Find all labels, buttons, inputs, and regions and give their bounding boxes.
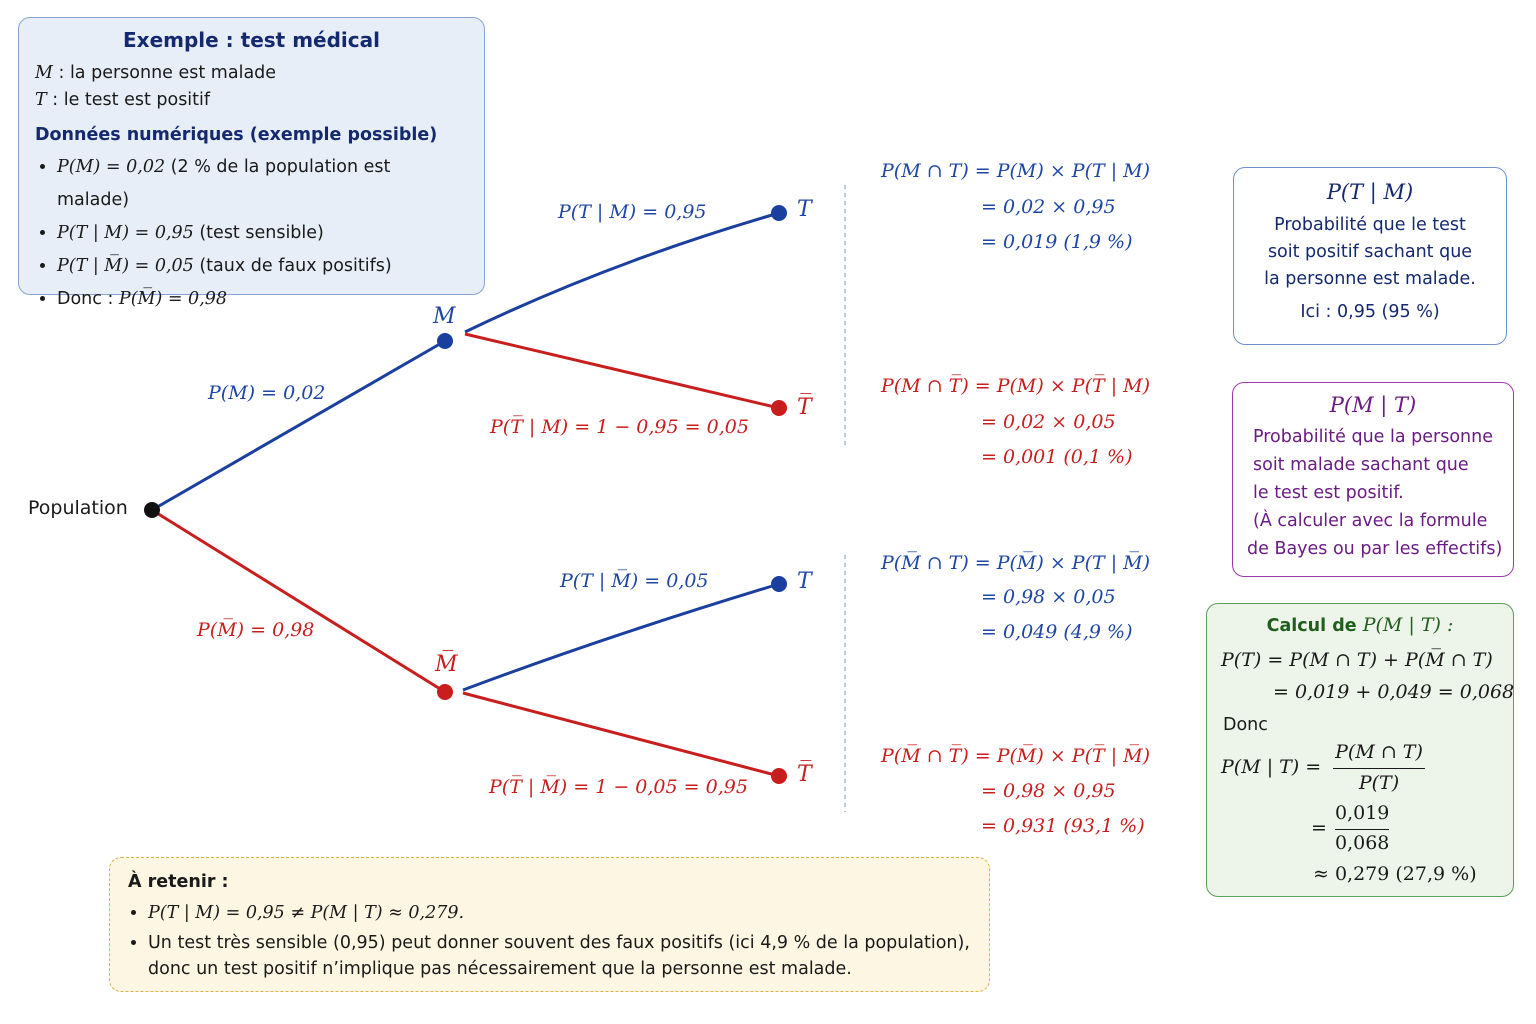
equation-m-tbar-line2: = 0,02 × 0,05 <box>981 411 1116 433</box>
label-p-m: P(M) = 0,02 <box>208 382 326 404</box>
leaf-tbar-label-2: T̅ <box>797 762 812 787</box>
posterior-line: (À calculer avec la formule <box>1253 511 1488 531</box>
leaf-m-t <box>771 205 787 221</box>
equation-m-t-line1: P(M ∩ T) = P(M) × P(T | M) <box>881 160 1151 182</box>
numeric-data-list: P(M) = 0,02 (2 % de la population est ma… <box>35 151 468 316</box>
remember-list: P(T | M) = 0,95 ≠ P(M | T) ≈ 0,279. Un t… <box>128 900 971 982</box>
label-t-given-mbar: P(T | M̅) = 0,05 <box>560 570 709 592</box>
posterior-line: soit malade sachant que <box>1253 455 1469 475</box>
leaf-t-label-1: T <box>797 197 812 222</box>
numeric-data-title: Données numériques (exemple possible) <box>35 125 438 145</box>
calc-title: Calcul de P(M | T) : <box>1266 614 1454 636</box>
remember-title: À retenir : <box>128 872 229 892</box>
calc-total-result: = 0,019 + 0,049 = 0,068 <box>1273 681 1515 703</box>
equation-m-t-line3: = 0,019 (1,9 %) <box>981 231 1133 253</box>
node-mbar-label: M̅ <box>435 652 458 677</box>
sensitivity-info-box: P(T | M) Probabilité que le test soit po… <box>1233 167 1507 345</box>
leaf-t-label-2: T <box>797 569 812 594</box>
equation-mbar-tbar-line3: = 0,931 (93,1 %) <box>981 815 1145 837</box>
example-box: Exemple : test médical M : la personne e… <box>18 17 485 309</box>
root-label: Population <box>28 497 128 519</box>
sensitivity-line: Probabilité que le test <box>1274 215 1466 235</box>
branch-mbar-t <box>462 582 780 692</box>
posterior-heading: P(M | T) <box>1329 393 1417 417</box>
frac2-numerator: 0,019 <box>1335 802 1390 824</box>
sensitivity-heading: P(T | M) <box>1326 180 1414 204</box>
frac2-bar <box>1335 829 1389 830</box>
posterior-line: le test est positif. <box>1253 483 1404 503</box>
equation-mbar-t-line2: = 0,98 × 0,05 <box>981 586 1116 608</box>
list-item: P(T | M) = 0,95 (test sensible) <box>57 217 468 250</box>
frac1-numerator: P(M ∩ T) <box>1335 741 1423 763</box>
equation-m-tbar-line3: = 0,001 (0,1 %) <box>981 446 1133 468</box>
equation-mbar-tbar-line2: = 0,98 × 0,95 <box>981 780 1116 802</box>
bayes-calculation-box: Calcul de P(M | T) : P(T) = P(M ∩ T) + P… <box>1206 603 1514 897</box>
posterior-line: de Bayes ou par les effectifs) <box>1247 539 1503 559</box>
label-tbar-given-m: P(T̅ | M) = 1 − 0,95 = 0,05 <box>490 416 749 438</box>
calc-lhs: P(M | T) = <box>1221 756 1322 778</box>
calc-donc: Donc <box>1223 715 1268 735</box>
branch-mbar-tbar <box>462 691 780 778</box>
remember-box: À retenir : P(T | M) = 0,95 ≠ P(M | T) ≈… <box>109 857 990 992</box>
example-title: Exemple : test médical <box>123 28 380 52</box>
list-item: Un test très sensible (0,95) peut donner… <box>148 930 971 982</box>
node-mbar <box>437 684 453 700</box>
definition-m: M : la personne est malade <box>35 63 277 83</box>
equation-mbar-t-line1: P(M̅ ∩ T) = P(M̅) × P(T | M̅) <box>881 552 1151 574</box>
list-item: P(M) = 0,02 (2 % de la population est ma… <box>57 151 468 217</box>
frac1-denominator: P(T) <box>1358 772 1400 794</box>
equation-m-tbar-line1: P(M ∩ T̅) = P(M) × P(T̅ | M) <box>881 375 1151 397</box>
equation-mbar-t-line3: = 0,049 (4,9 %) <box>981 621 1133 643</box>
equation-m-t-line2: = 0,02 × 0,95 <box>981 196 1116 218</box>
node-m-label: M <box>433 304 456 329</box>
sensitivity-line: la personne est malade. <box>1264 269 1476 289</box>
leaf-tbar-label-1: T̅ <box>797 395 812 420</box>
list-item: P(T | M̅) = 0,05 (taux de faux positifs) <box>57 250 468 283</box>
calc-approx-result: ≈ 0,279 (27,9 %) <box>1313 863 1477 885</box>
frac2-denominator: 0,068 <box>1335 832 1390 854</box>
definition-t: T : le test est positif <box>35 90 211 110</box>
leaf-m-tbar <box>771 400 787 416</box>
branch-m-t <box>464 211 780 334</box>
posterior-info-box: P(M | T) Probabilité que la personne soi… <box>1232 382 1514 577</box>
leaf-mbar-tbar <box>771 768 787 784</box>
frac1-bar <box>1333 768 1425 769</box>
sensitivity-value: Ici : 0,95 (95 %) <box>1300 302 1440 322</box>
list-item: P(T | M) = 0,95 ≠ P(M | T) ≈ 0,279. <box>148 900 971 926</box>
equation-mbar-tbar-line1: P(M̅ ∩ T̅) = P(M̅) × P(T̅ | M̅) <box>881 745 1151 767</box>
list-item: Donc : P(M̅) = 0,98 <box>57 283 468 316</box>
label-p-mbar: P(M̅) = 0,98 <box>197 619 315 641</box>
node-m <box>437 333 453 349</box>
branch-mbar <box>151 508 446 694</box>
frac2-equals: = <box>1311 817 1327 839</box>
calc-total-probability: P(T) = P(M ∩ T) + P(M̅ ∩ T) <box>1221 649 1493 671</box>
sensitivity-line: soit positif sachant que <box>1267 242 1473 262</box>
label-t-given-m: P(T | M) = 0,95 <box>558 201 707 223</box>
label-tbar-given-mbar: P(T̅ | M̅) = 1 − 0,05 = 0,95 <box>489 776 748 798</box>
leaf-mbar-t <box>771 576 787 592</box>
branch-m-tbar <box>464 332 780 410</box>
root-node <box>144 502 160 518</box>
branch-m <box>151 339 446 512</box>
posterior-line: Probabilité que la personne <box>1253 427 1494 447</box>
